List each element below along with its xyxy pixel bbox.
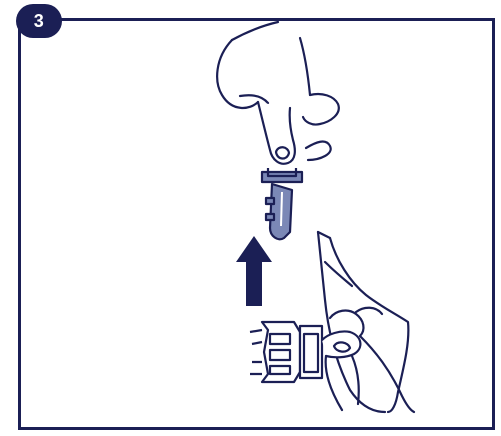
arrow-up-icon: [236, 236, 272, 306]
step-number: 3: [34, 11, 45, 32]
step-number-badge: 3: [16, 4, 62, 38]
hand-holding-buckle-icon: [322, 308, 414, 412]
buckle-receiver-icon: [250, 322, 322, 382]
hand-holding-clip-icon: [217, 22, 339, 164]
buckle-clip-icon: [262, 168, 302, 239]
